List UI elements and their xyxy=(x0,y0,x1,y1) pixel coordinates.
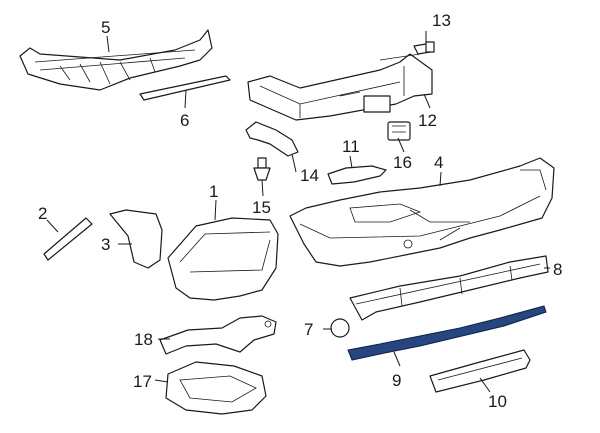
part-9-valance-highlighted[interactable] xyxy=(347,305,547,361)
part-7-plug[interactable] xyxy=(330,318,350,338)
callout-7: 7 xyxy=(304,320,313,339)
callout-13: 13 xyxy=(432,11,451,30)
part-17-lamp-housing[interactable] xyxy=(165,361,267,415)
part-15-push-pin[interactable] xyxy=(253,157,271,181)
callout-14: 14 xyxy=(300,166,319,185)
callout-16: 16 xyxy=(393,153,412,172)
callout-3: 3 xyxy=(101,235,110,254)
part-1-side-panel[interactable] xyxy=(167,217,279,301)
leader-lines xyxy=(46,31,550,393)
part-18-wiring-harness[interactable] xyxy=(159,315,277,355)
part-8-reinforcement-beam[interactable] xyxy=(349,255,549,321)
part-5-upper-bracket[interactable] xyxy=(19,29,213,91)
callout-8: 8 xyxy=(553,260,562,279)
part-10-molding[interactable] xyxy=(429,349,531,393)
callout-9: 9 xyxy=(392,371,401,390)
part-13-bolt[interactable] xyxy=(413,41,435,55)
callout-11: 11 xyxy=(342,137,360,156)
part-16-connector[interactable] xyxy=(387,121,411,141)
part-4-bumper-cover[interactable] xyxy=(289,157,555,267)
callout-17: 17 xyxy=(133,372,152,391)
callout-2: 2 xyxy=(38,204,47,223)
callout-15: 15 xyxy=(252,198,271,217)
callout-1: 1 xyxy=(209,182,218,201)
part-2-retainer-strip[interactable] xyxy=(43,217,93,261)
callout-6: 6 xyxy=(180,111,189,130)
part-6-trim-strip[interactable] xyxy=(139,75,231,101)
callout-12: 12 xyxy=(418,111,437,130)
callout-18: 18 xyxy=(134,330,153,349)
part-12-hitch-receiver[interactable] xyxy=(247,53,433,121)
part-11-bracket[interactable] xyxy=(327,165,387,185)
part-3-side-bracket[interactable] xyxy=(109,209,163,269)
callout-10: 10 xyxy=(488,392,507,411)
callout-labels: 5 6 13 12 11 16 14 4 15 1 2 3 8 7 9 10 1… xyxy=(38,11,562,411)
part-14-bracket[interactable] xyxy=(245,121,299,157)
callout-4: 4 xyxy=(434,153,443,172)
callout-5: 5 xyxy=(101,18,110,37)
